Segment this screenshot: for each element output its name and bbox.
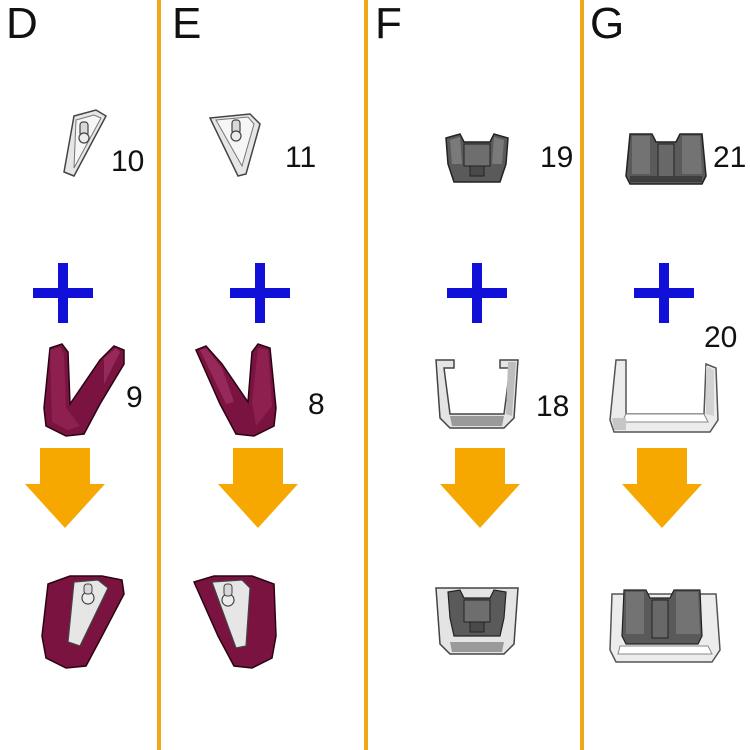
- column-letter-g: G: [590, 0, 625, 48]
- arrow-down-icon: [218, 448, 298, 528]
- part-icon-21: [625, 133, 707, 185]
- column-letter-f: F: [375, 0, 402, 48]
- plus-icon: [634, 263, 694, 323]
- part-icon-20: [609, 359, 719, 433]
- part-number-g-bottom: 20: [704, 321, 738, 354]
- part-number-e-top: 11: [285, 141, 317, 174]
- part-icon-10: [63, 109, 107, 177]
- part-icon-11: [208, 113, 261, 177]
- column-letter-d: D: [6, 0, 38, 48]
- part-number-f-top: 19: [540, 141, 574, 174]
- plus-icon: [33, 263, 93, 323]
- column-divider-2: [364, 0, 368, 750]
- assembled-part-d: [41, 575, 125, 669]
- part-icon-19: [445, 133, 509, 183]
- arrow-down-icon: [25, 448, 105, 528]
- part-number-e-bottom: 8: [308, 388, 325, 421]
- column-divider-3: [580, 0, 584, 750]
- column-divider-1: [157, 0, 161, 750]
- assembled-part-g: [609, 589, 721, 663]
- plus-icon: [230, 263, 290, 323]
- arrow-down-icon: [440, 448, 520, 528]
- part-icon-9: [43, 343, 125, 437]
- part-number-f-bottom: 18: [536, 390, 570, 423]
- column-letter-e: E: [172, 0, 202, 48]
- assembled-part-f: [435, 587, 519, 655]
- part-number-d-top: 10: [111, 145, 145, 178]
- part-icon-18: [435, 359, 519, 429]
- part-number-d-bottom: 9: [126, 381, 143, 414]
- assembled-part-e: [192, 575, 277, 669]
- plus-icon: [447, 263, 507, 323]
- part-icon-8: [194, 343, 277, 437]
- part-number-g-top: 21: [713, 141, 747, 174]
- arrow-down-icon: [622, 448, 702, 528]
